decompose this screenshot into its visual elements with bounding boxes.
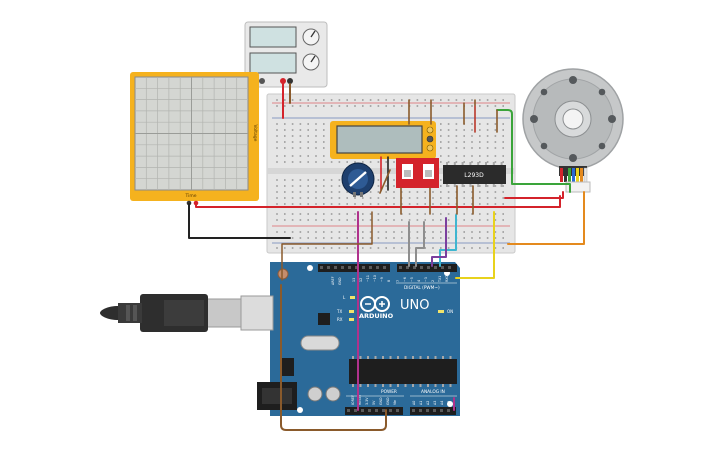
current-display	[249, 52, 297, 74]
wire-brown-rail[interactable]	[281, 211, 373, 281]
oscilloscope-voltage-label: Voltage	[252, 125, 258, 142]
usb-chip	[318, 313, 330, 325]
wires[interactable]	[188, 83, 585, 431]
digital-pin-label: ~5	[410, 277, 414, 282]
digital-pin-label: ~9	[380, 277, 384, 282]
oscilloscope[interactable]: Time Voltage	[130, 72, 259, 206]
wire-motor-red[interactable]	[504, 191, 564, 199]
l-led	[350, 296, 355, 299]
positive-terminal[interactable]	[280, 78, 286, 84]
digital-pin-label: ~10	[373, 275, 377, 282]
voltage-regulator	[280, 358, 294, 376]
digital-header-label: DIGITAL (PWM~)	[404, 285, 440, 291]
digital-pin-label: ~11	[366, 275, 370, 282]
wire-brown-loop[interactable]	[280, 284, 387, 431]
analog-pin-label: A2	[426, 401, 430, 405]
power-supply[interactable]	[244, 21, 328, 88]
gnd-bottom-label-2: GND	[386, 397, 390, 405]
dip-switch[interactable]	[396, 158, 439, 188]
chip-label: L293D	[464, 172, 484, 179]
ground-terminal[interactable]	[259, 78, 265, 84]
gnd-top-label: GND	[338, 277, 342, 285]
digital-pin-label: 2	[431, 280, 435, 282]
analog-pin-label: A0	[412, 401, 416, 405]
usb-cable	[100, 306, 118, 320]
on-label: ON	[447, 309, 453, 314]
digital-pin-label: 4	[417, 280, 421, 282]
digital-header-left[interactable]	[318, 264, 390, 272]
wire-motor-green[interactable]	[496, 109, 571, 193]
lcd-screen	[336, 125, 423, 154]
negative-terminal[interactable]	[287, 78, 293, 84]
digital-pin-label: 8	[387, 280, 391, 282]
atmega-chip	[349, 359, 457, 384]
aref-label: AREF	[331, 276, 335, 285]
reset-pin-label: RESET	[358, 393, 362, 405]
v33-label: 3.3V	[365, 397, 369, 405]
potentiometer[interactable]	[341, 162, 375, 197]
analog-pin-label: A4	[440, 401, 444, 405]
motor-connector-pins[interactable]	[560, 167, 588, 183]
l-led-label: L	[343, 295, 346, 300]
motor-pin-header	[565, 181, 591, 193]
ioref-label: IOREF	[351, 395, 355, 405]
wire-purple[interactable]	[431, 217, 447, 267]
digital-pin-label: 12	[359, 278, 363, 282]
arduino-logo-text: ARDUINO	[359, 312, 394, 320]
v5-label: 5V	[372, 400, 376, 405]
digital-pin-label: 13	[352, 278, 356, 282]
digital-pin-label: 7	[396, 280, 400, 282]
breadboard[interactable]	[266, 93, 516, 254]
motor-driver-chip[interactable]: L293D	[443, 162, 506, 187]
lcd-module[interactable]	[330, 121, 436, 159]
on-led	[438, 310, 444, 313]
usb-port[interactable]	[205, 298, 242, 328]
capacitor-1	[307, 386, 323, 402]
wire-scope-probe[interactable]	[195, 195, 561, 208]
l293d-chip-body	[443, 165, 506, 184]
tx-led-label: TX	[336, 309, 342, 314]
wire-motor-orange[interactable]	[507, 191, 585, 245]
rx-led-label: RX	[337, 317, 343, 322]
wire-yellow[interactable]	[455, 211, 495, 279]
crystal	[300, 335, 340, 351]
breadboard-center-channel	[267, 168, 515, 174]
analog-pin-label: A3	[433, 401, 437, 405]
tx-led	[349, 310, 354, 313]
digital-pin-label: RX0	[445, 275, 449, 282]
analog-pin-label: A1	[419, 401, 423, 405]
wire-grey-2[interactable]	[415, 221, 425, 267]
reset-button[interactable]	[277, 268, 289, 280]
arduino-logo	[360, 296, 390, 312]
motor-shaft[interactable]	[562, 108, 584, 130]
gnd-bottom-label-1: GND	[379, 397, 383, 405]
digital-pin-label: ~3	[424, 277, 428, 282]
digital-pin-label: ~6	[403, 277, 407, 282]
dc-motor[interactable]	[522, 68, 624, 193]
wire-scope-ground[interactable]	[188, 203, 291, 239]
potentiometer-wiper[interactable]	[349, 171, 367, 187]
capacitor-2	[325, 386, 341, 402]
voltage-display	[249, 26, 297, 48]
analog-header-label: ANALOG IN	[421, 389, 445, 395]
power-header-label: POWER	[381, 389, 397, 395]
power-header[interactable]	[345, 407, 403, 415]
analog-pin-label: A5	[447, 401, 451, 405]
motor-screws	[530, 76, 616, 162]
uno-label: UNO	[400, 298, 429, 313]
digital-pin-label: TX1	[438, 276, 442, 283]
oscilloscope-time-label: Time	[184, 193, 196, 199]
vin-label: Vin	[393, 400, 397, 405]
rx-led	[349, 318, 354, 321]
